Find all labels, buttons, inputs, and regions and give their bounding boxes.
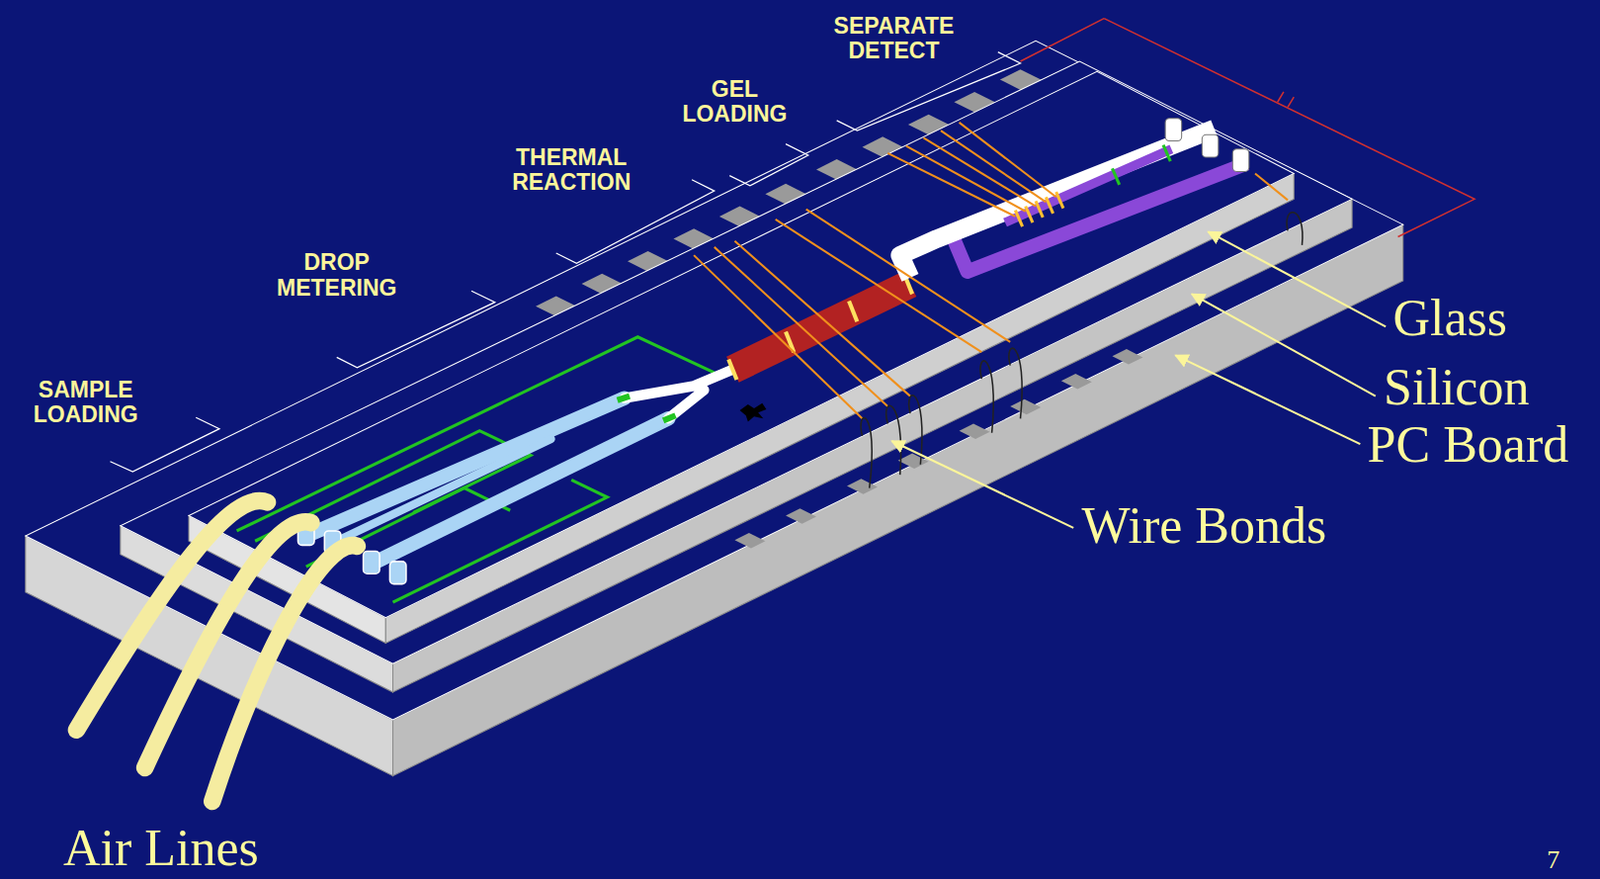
y-junction xyxy=(624,369,733,420)
callout-label: Wire Bonds xyxy=(1081,500,1327,552)
pc-board xyxy=(25,40,1404,775)
electrode xyxy=(1163,145,1171,163)
stage-label: GEL LOADING xyxy=(673,77,797,128)
separation-channel xyxy=(900,128,1215,278)
pad xyxy=(846,478,878,494)
stage-brackets xyxy=(110,52,1021,472)
pad xyxy=(1010,399,1041,415)
port xyxy=(1165,118,1182,142)
port xyxy=(389,561,407,585)
stage-label: SAMPLE LOADING xyxy=(11,377,161,428)
divider xyxy=(728,358,737,380)
callout-label: Air Lines xyxy=(63,822,259,874)
page-number: 7 xyxy=(1546,846,1560,873)
channel xyxy=(372,418,669,564)
wire-bond-loops xyxy=(860,212,1303,489)
bracket xyxy=(729,144,809,186)
pad xyxy=(734,532,765,548)
leader xyxy=(1208,231,1387,327)
break-mark xyxy=(1277,91,1295,107)
detector-electrodes xyxy=(1014,145,1171,228)
divider xyxy=(848,301,857,323)
silicon-top-face xyxy=(120,61,1352,664)
wire xyxy=(940,130,1046,202)
electrode xyxy=(1111,168,1119,185)
port xyxy=(363,551,381,575)
valve-marks xyxy=(617,396,676,422)
heater-chamber xyxy=(732,283,911,370)
glass-layer xyxy=(188,71,1294,643)
wire xyxy=(714,247,889,407)
dimension-lines xyxy=(1020,18,1475,238)
wire xyxy=(887,153,1015,217)
layer-label: PC Board xyxy=(1367,419,1570,471)
wire xyxy=(775,219,983,352)
outlet-ports xyxy=(1165,118,1250,172)
pad xyxy=(1111,348,1143,364)
particle-mark xyxy=(740,403,767,422)
pad xyxy=(959,422,991,438)
leader xyxy=(891,440,1074,528)
bond xyxy=(886,405,902,475)
wire xyxy=(1255,173,1288,201)
wire xyxy=(906,146,1026,212)
electrode-traces xyxy=(237,336,715,602)
layer-label: Silicon xyxy=(1383,361,1529,414)
bond xyxy=(1009,347,1022,419)
tube xyxy=(212,545,358,802)
dimension xyxy=(1020,18,1105,62)
bond xyxy=(980,360,994,433)
board-top-face xyxy=(25,40,1404,720)
leader xyxy=(1191,293,1376,396)
channel xyxy=(336,438,552,541)
leader-lines xyxy=(891,231,1386,527)
leader xyxy=(1175,354,1360,444)
electrode xyxy=(1035,200,1043,218)
bracket xyxy=(336,290,496,367)
electrode xyxy=(1045,196,1053,214)
detect-channel xyxy=(1005,149,1172,223)
stage-label: DROP METERING xyxy=(267,250,407,301)
electrode xyxy=(1025,206,1033,224)
bond xyxy=(1286,212,1303,246)
air-tubes xyxy=(76,500,357,801)
stage-label: SEPARATE DETECT xyxy=(822,13,966,65)
port xyxy=(1201,134,1219,158)
port xyxy=(1232,149,1250,172)
wire xyxy=(923,137,1036,206)
bond xyxy=(860,418,872,489)
wire xyxy=(959,122,1057,197)
electrode xyxy=(1014,210,1022,228)
layer-label: Glass xyxy=(1392,292,1508,344)
stage-label: THERMAL REACTION xyxy=(502,145,641,196)
dimension xyxy=(1103,18,1475,238)
wire xyxy=(734,241,911,397)
electrode xyxy=(1056,191,1064,209)
wire xyxy=(806,209,1011,342)
pad xyxy=(785,507,817,523)
pad xyxy=(1061,373,1093,389)
bracket xyxy=(837,52,1021,132)
